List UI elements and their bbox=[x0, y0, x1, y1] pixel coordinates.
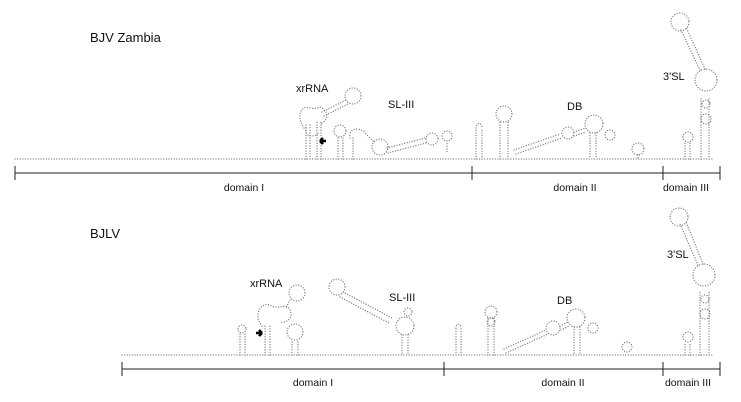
panel-bjv-zambia: BJV Zambia bbox=[14, 12, 721, 194]
xrrna-structure bbox=[299, 87, 362, 160]
label-domain-ii: domain II bbox=[541, 377, 584, 389]
domain-ii-stems bbox=[475, 105, 513, 160]
label-domain-i: domain I bbox=[293, 377, 333, 389]
arrow-icon bbox=[319, 137, 326, 145]
hairpin bbox=[333, 124, 347, 160]
domain-ruler: domain I domain II domain III bbox=[121, 362, 721, 389]
domain-ii-stems bbox=[455, 305, 498, 356]
label-domain-iii: domain III bbox=[663, 182, 709, 194]
label-3sl: 3'SL bbox=[663, 71, 685, 83]
label-db: DB bbox=[557, 295, 572, 307]
label-3sl: 3'SL bbox=[667, 249, 689, 261]
panel-title: BJV Zambia bbox=[90, 30, 162, 45]
panel-title: BJLV bbox=[90, 226, 120, 241]
domain-ruler: domain I domain II domain III bbox=[14, 166, 721, 194]
label-domain-ii: domain II bbox=[553, 182, 596, 194]
arrow-icon bbox=[256, 329, 263, 337]
db-structure bbox=[503, 308, 633, 356]
hairpin bbox=[237, 324, 247, 356]
3sl-structure bbox=[670, 12, 718, 160]
panel-bjlv: BJLV bbox=[90, 207, 721, 389]
xrrna-structure bbox=[257, 284, 306, 356]
sl-iii-structure bbox=[349, 128, 453, 160]
label-domain-i: domain I bbox=[224, 182, 264, 194]
db-structure bbox=[513, 114, 645, 160]
sl-iii-structure bbox=[328, 278, 415, 356]
label-sl-iii: SL-III bbox=[388, 99, 414, 111]
label-domain-iii: domain III bbox=[665, 377, 711, 389]
3sl-structure bbox=[669, 207, 716, 356]
label-xrrna: xrRNA bbox=[250, 278, 283, 290]
label-xrrna: xrRNA bbox=[296, 83, 329, 95]
label-db: DB bbox=[567, 101, 582, 113]
label-sl-iii: SL-III bbox=[389, 292, 415, 304]
